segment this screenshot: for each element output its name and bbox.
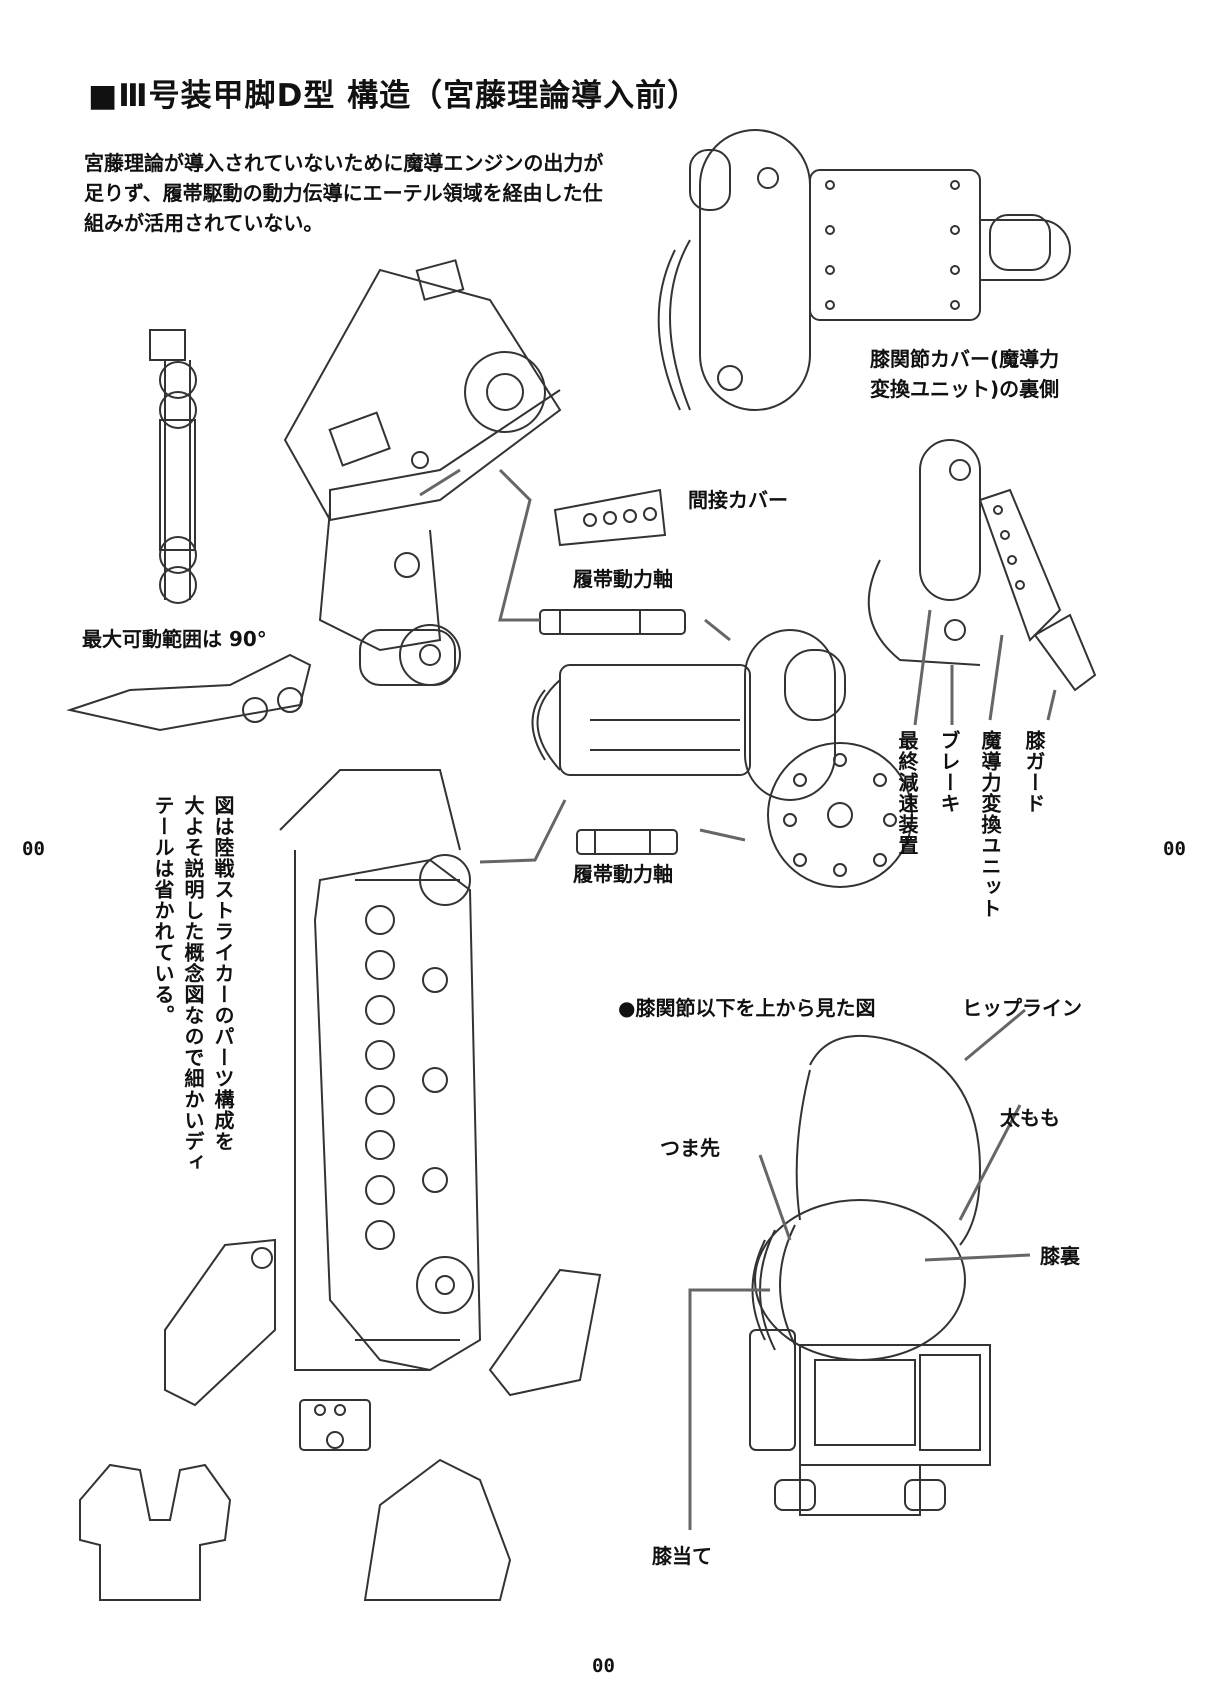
diagram-note-line: テールは省かれている。	[151, 795, 175, 1026]
page-number-bottom: 00	[592, 1655, 615, 1677]
drive-assembly-illustration	[533, 630, 913, 887]
page-number-left: 00	[22, 838, 45, 860]
label-final-reduction: 最終減速装置	[895, 730, 919, 856]
label-knee-guard: 膝ガード	[1022, 730, 1046, 814]
intro-line: 足りず、履帯駆動の動力伝導にエーテル領域を経由した仕	[84, 181, 603, 205]
label-joint-cover: 間接カバー	[688, 488, 788, 512]
diagram-note: 図は陸戦ストライカーのパーツ構成を 大よそ説明した概念図なので細かいディ テール…	[145, 795, 235, 1235]
knee-range-illustration	[70, 330, 310, 730]
label-max-range: 最大可動範囲は 90°	[82, 627, 267, 651]
label-track-drive-shaft-top: 履帯動力軸	[573, 567, 673, 591]
page-number-right: 00	[1163, 838, 1186, 860]
label-toe: つま先	[660, 1136, 720, 1160]
label-knee-cover-back-2: 変換ユニット)の裏側	[870, 377, 1060, 401]
intro-line: 組みが活用されていない。	[84, 211, 324, 235]
armor-plate-illustrations	[80, 1240, 600, 1600]
intro-line: 宮藤理論が導入されていないために魔導エンジンの出力が	[84, 151, 604, 175]
upper-leg-unit-illustration	[285, 260, 560, 685]
tracked-shin-illustration	[280, 770, 480, 1370]
label-brake: ブレーキ	[937, 730, 961, 814]
label-knee-pad: 膝当て	[652, 1544, 712, 1568]
label-back-of-knee: 膝裏	[1040, 1244, 1080, 1268]
label-track-drive-shaft-bottom: 履帯動力軸	[573, 862, 673, 886]
joint-cover-illustration	[555, 490, 665, 545]
label-hip-line: ヒップライン	[962, 996, 1082, 1020]
label-magic-converter: 魔導力変換ユニット	[978, 730, 1002, 919]
top-view-illustration	[750, 1036, 990, 1515]
label-thigh: 太もも	[1000, 1106, 1060, 1130]
knee-side-illustration	[869, 440, 1095, 690]
track-drive-shaft-illustrations	[540, 610, 685, 854]
diagram-note-line: 図は陸戦ストライカーのパーツ構成を	[211, 795, 235, 1152]
page-title: ■Ⅲ号装甲脚D型 構造（宮藤理論導入前）	[88, 78, 700, 114]
callout-arrows	[420, 470, 1055, 1530]
top-view-heading: ●膝関節以下を上から見た図	[618, 996, 876, 1020]
intro-paragraph: 宮藤理論が導入されていないために魔導エンジンの出力が 足りず、履帯駆動の動力伝導…	[84, 148, 684, 238]
label-knee-cover-back-1: 膝関節カバー(魔導力	[870, 347, 1060, 371]
knee-joint-cover-illustration	[659, 130, 1070, 410]
diagram-note-line: 大よそ説明した概念図なので細かいディ	[181, 795, 205, 1173]
